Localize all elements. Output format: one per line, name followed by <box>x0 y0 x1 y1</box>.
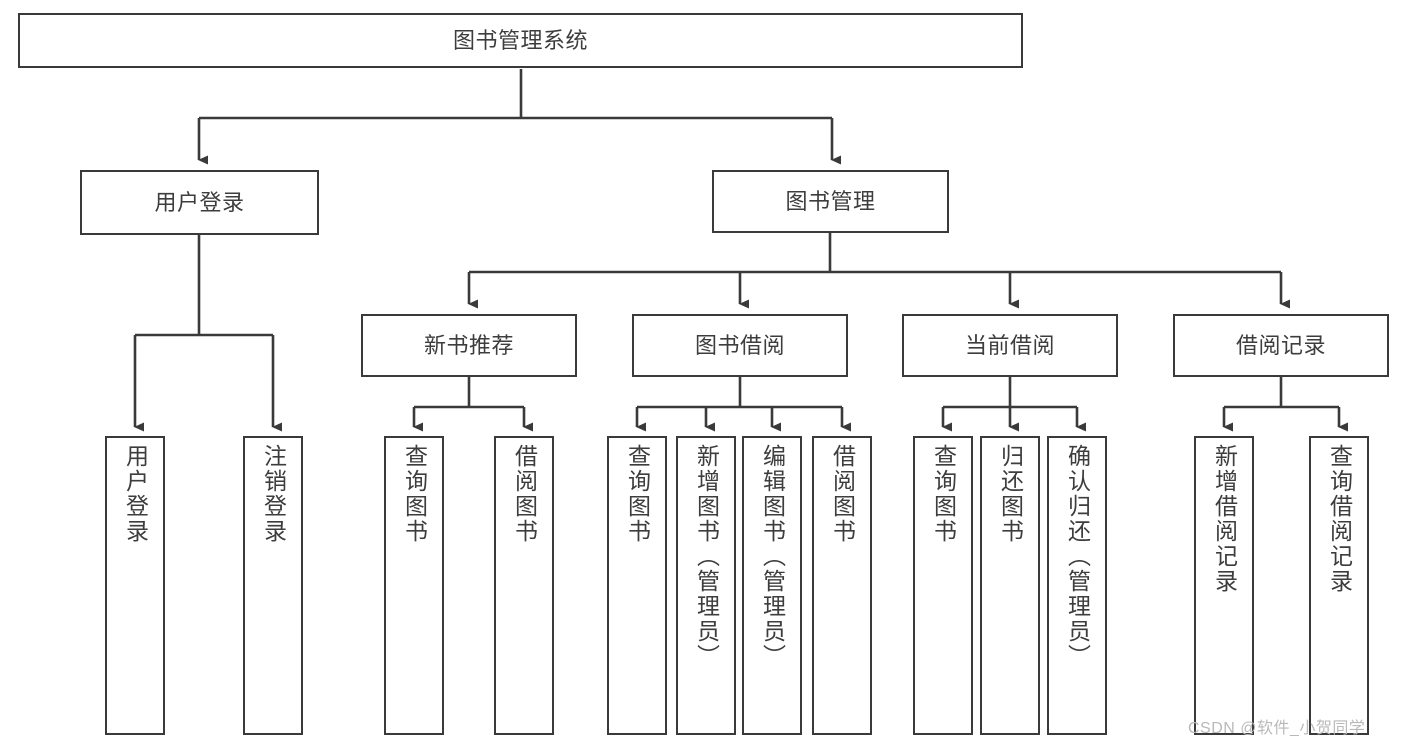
node-book-management[interactable]: 图书管理 <box>712 170 949 233</box>
node-label: 查询图书 <box>624 444 651 544</box>
node-label: 借阅记录 <box>1235 332 1326 358</box>
leaf-add-book-admin[interactable]: 新增图书（管理员） <box>676 436 736 735</box>
node-label: 用户登录 <box>122 444 149 544</box>
node-label: 图书管理系统 <box>452 27 588 53</box>
node-label: 用户登录 <box>154 189 245 215</box>
node-user-login[interactable]: 用户登录 <box>80 170 319 235</box>
node-label: 查询图书 <box>930 444 957 544</box>
node-label: 新增借阅记录 <box>1211 444 1238 594</box>
node-label: 新增图书（管理员） <box>693 444 720 669</box>
leaf-return-books[interactable]: 归还图书 <box>980 436 1040 735</box>
leaf-borrow-books[interactable]: 借阅图书 <box>812 436 872 735</box>
node-label: 当前借阅 <box>964 332 1055 358</box>
node-label: 借阅图书 <box>511 444 538 544</box>
leaf-edit-book-admin[interactable]: 编辑图书（管理员） <box>742 436 802 735</box>
node-current-borrowing[interactable]: 当前借阅 <box>902 314 1118 377</box>
node-label: 查询借阅记录 <box>1326 444 1353 594</box>
node-label: 新书推荐 <box>423 332 514 358</box>
leaf-query-books-new[interactable]: 查询图书 <box>384 436 444 735</box>
node-label: 编辑图书（管理员） <box>759 444 786 669</box>
leaf-query-books-borrow[interactable]: 查询图书 <box>607 436 667 735</box>
leaf-query-books-current[interactable]: 查询图书 <box>913 436 973 735</box>
node-borrowing-records[interactable]: 借阅记录 <box>1173 314 1389 377</box>
node-label: 查询图书 <box>401 444 428 544</box>
node-label: 借阅图书 <box>829 444 856 544</box>
node-new-book-recommendation[interactable]: 新书推荐 <box>361 314 577 377</box>
node-label: 注销登录 <box>260 444 287 544</box>
leaf-borrow-books-new[interactable]: 借阅图书 <box>494 436 554 735</box>
watermark-csdn: CSDN @软件_小贺同学 <box>1188 720 1366 737</box>
node-label: 图书管理 <box>785 188 876 214</box>
node-label: 图书借阅 <box>694 332 785 358</box>
node-label: 归还图书 <box>997 444 1024 544</box>
leaf-logout[interactable]: 注销登录 <box>243 436 303 735</box>
leaf-user-login[interactable]: 用户登录 <box>105 436 165 735</box>
leaf-add-borrow-record[interactable]: 新增借阅记录 <box>1194 436 1254 735</box>
leaf-query-borrow-record[interactable]: 查询借阅记录 <box>1309 436 1369 735</box>
node-label: 确认归还（管理员） <box>1064 444 1091 669</box>
node-book-borrowing[interactable]: 图书借阅 <box>632 314 848 377</box>
leaf-confirm-return-admin[interactable]: 确认归还（管理员） <box>1047 436 1107 735</box>
node-root-book-management-system[interactable]: 图书管理系统 <box>18 13 1023 68</box>
